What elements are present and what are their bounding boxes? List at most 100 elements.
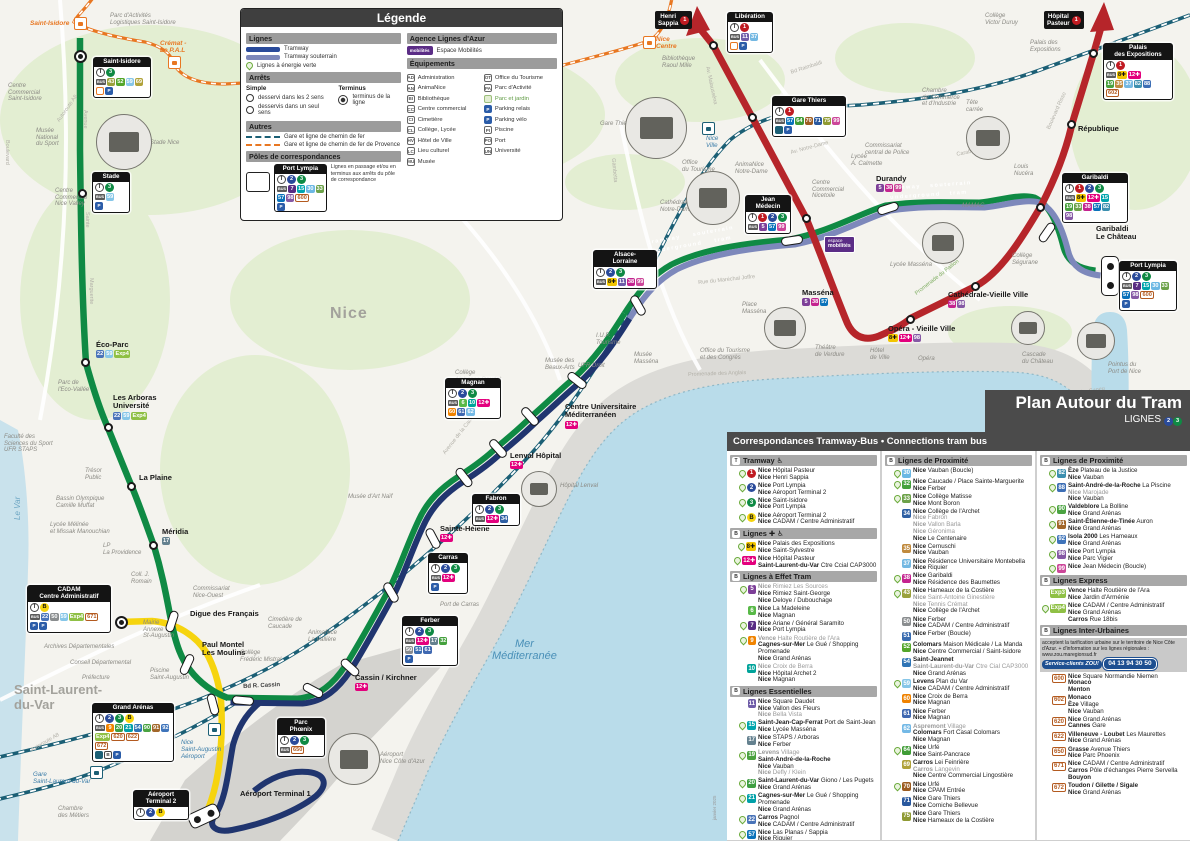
line-badge-61: 61 (457, 407, 466, 416)
line-badge-2: 2 (441, 563, 450, 573)
tram-line-2-airport (209, 698, 327, 834)
line-badge-2: 2 (105, 713, 114, 723)
rail-line-swatch (246, 144, 280, 146)
destination-city: Nice (1068, 495, 1082, 503)
line-badge-3: 3 (106, 67, 115, 77)
line-badge-2: 2 (768, 212, 777, 222)
map-label: Hôtel de Ville (870, 348, 890, 361)
destination-city: Nice (758, 676, 772, 684)
destination: Nice Magnan (758, 611, 796, 619)
destination-city: Villeneuve - Loubet (1068, 730, 1125, 738)
destination-city: Nice (758, 611, 772, 619)
pole-bus-row: 672 (93, 741, 173, 750)
map-label: Conseil Départemental (70, 660, 132, 666)
destination-city: Colomars (913, 641, 942, 649)
green-energy-leaf-icon (1047, 482, 1058, 493)
terminus-dot (192, 814, 202, 824)
map-label: Avenue (82, 110, 88, 129)
destination: Carros Rue 18bis (1068, 615, 1118, 623)
line-badge-11: 11 (617, 277, 626, 286)
destination-city: Nice (913, 607, 927, 615)
line-badge-2: 2 (146, 807, 155, 817)
destination: Nice Henri Sappia (758, 473, 809, 481)
rail-line-swatch (246, 136, 280, 138)
green-energy-leaf-icon (892, 493, 903, 504)
destination-city: Nice (1068, 539, 1082, 547)
tag-name: Henri Sappia (658, 13, 679, 28)
destination: Nice Parc Phoenix (1068, 752, 1120, 760)
bus-tag-icon: BUS (775, 117, 786, 124)
green-energy-leaf-icon (892, 745, 903, 756)
centre-commercial-icon: CC (406, 105, 415, 113)
entry-badges: 10 (730, 664, 756, 674)
destination-city: Vence (1068, 587, 1086, 595)
bus-tag-icon: BUS (730, 33, 741, 40)
destination-city: Monaco (1068, 694, 1092, 702)
green-energy-leaf-icon (737, 482, 748, 493)
line-badge-7: 7 (288, 184, 297, 193)
station-badges: 12✚ (565, 420, 636, 429)
destination: Nice Jean Médecin (Boucle) (1068, 562, 1147, 570)
train-station-icon (208, 723, 221, 736)
destination: Nice Hôpital Archet 2 (758, 669, 817, 677)
map-title: Plan Autour du Tram (1015, 393, 1182, 412)
line-badge-15: 15 (297, 184, 306, 193)
line-badge-98: 98 (912, 334, 921, 343)
tram-stop (103, 422, 113, 432)
destination-city: Nice (1068, 707, 1082, 715)
map-label: Lycée Masséna (890, 262, 932, 268)
destination-city: Nice (1068, 752, 1082, 760)
line-badge-3: 3 (451, 563, 460, 573)
destination: Nice Riquier (913, 564, 948, 572)
legend-label: Tramway (284, 46, 309, 52)
destination-city: Saint-André-de-la-Roche (1068, 481, 1141, 489)
line-badge-32: 32 (902, 479, 911, 489)
destination-city: Nice (758, 540, 772, 547)
tram-stop (1066, 119, 1076, 129)
destination-city: Nice (758, 769, 772, 777)
destination: Nice CADAM / Centre Administratif (1068, 602, 1165, 610)
parking-icon: P (95, 201, 103, 210)
line-badge-30: 30 (902, 468, 911, 478)
line-badge-2: 2 (1164, 416, 1173, 426)
line-badge-22: 22 (96, 350, 105, 359)
entry-badges: 6 (730, 606, 756, 616)
destination: Villeneuve - Loubet Les Maurettes (1068, 730, 1166, 738)
line-badge-20: 20 (115, 723, 124, 732)
interurban-note: acceptent la tarification urbaine sur le… (1040, 638, 1187, 673)
train-station-icon (643, 36, 656, 49)
destination: Nice Centre Commercial / Saint-Isidore (913, 648, 1021, 656)
legend-section-header: Pôles de correspondances (246, 151, 401, 162)
pole-name: Magnan (446, 379, 500, 388)
line-badge-12+: 12✚ (1127, 70, 1141, 79)
destination-city: Èze (1068, 467, 1079, 474)
green-energy-leaf-icon (732, 555, 743, 566)
map-label: Hôpital Lenval (560, 483, 599, 489)
bus-tag-icon: BUS (748, 223, 759, 230)
tram-stop (80, 357, 90, 367)
line-badge-98: 98 (1057, 549, 1066, 559)
zou-pills: Service-clients ZOU! 04 13 94 30 50 (1042, 657, 1185, 672)
line-badge-15: 15 (747, 720, 756, 730)
line-badge-50: 50 (405, 645, 414, 654)
train-station-icon (74, 17, 87, 30)
entry-badges: 12✚ (730, 555, 756, 566)
station-badges: 12✚ (510, 461, 561, 470)
entry-badges: 620 (1040, 717, 1066, 727)
line-badge-69: 69 (134, 77, 143, 86)
tram-icon: T (277, 174, 286, 184)
tram-icon: T (95, 713, 104, 723)
